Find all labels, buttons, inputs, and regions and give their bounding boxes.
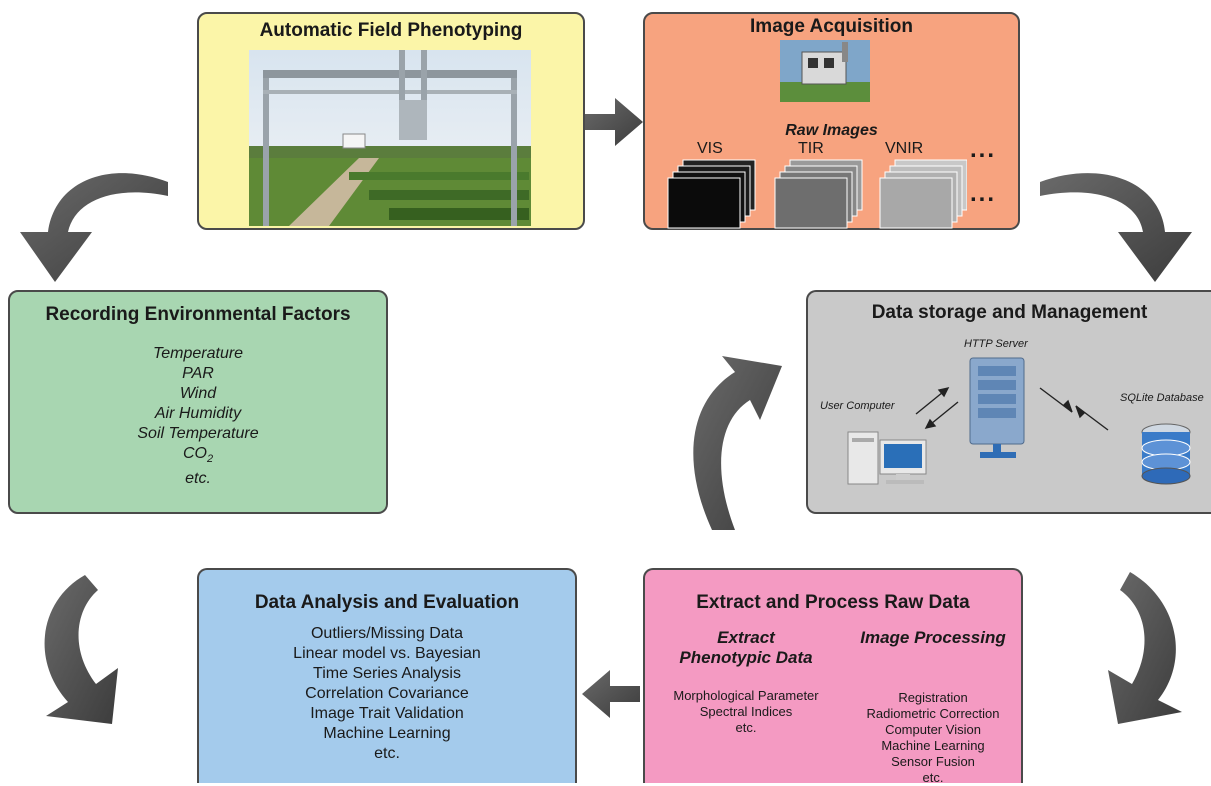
extract-phenotypic-column: Extract Phenotypic Data Morphological Pa… <box>651 628 841 736</box>
processing-item-sensor-fusion: Sensor Fusion <box>891 754 975 769</box>
image-processing-column: Image Processing Registration Radiometri… <box>845 628 1021 786</box>
extract-process-box: Extract and Process Raw Data Extract Phe… <box>643 568 1023 786</box>
raw-images-label: Raw Images <box>785 122 878 139</box>
ellipsis-top: ... <box>970 136 997 163</box>
analysis-item-correlation: Correlation Covariance <box>305 685 469 702</box>
camera-photo <box>780 40 870 102</box>
image-processing-heading: Image Processing <box>860 628 1006 647</box>
database-icon <box>1141 423 1191 485</box>
raw-image-stacks <box>667 159 967 229</box>
extract-item-etc: etc. <box>735 720 757 735</box>
analysis-item-linear-vs-bayesian: Linear model vs. Bayesian <box>293 645 481 662</box>
server-icon <box>969 357 1025 458</box>
image-acquisition-box: Image Acquisition Raw Images VIS TIR VNI… <box>643 12 1020 230</box>
vnir-image-stack <box>879 159 967 229</box>
vis-image-stack <box>667 159 756 229</box>
sensor-label-vnir: VNIR <box>885 140 924 157</box>
processing-item-computer-vision: Computer Vision <box>885 722 981 737</box>
user-computer-icon <box>847 431 927 485</box>
analysis-item-trait-validation: Image Trait Validation <box>310 705 464 722</box>
factor-co2: CO2 <box>182 445 214 466</box>
processing-item-etc: etc. <box>922 770 944 785</box>
data-storage-title: Data storage and Management <box>871 302 1148 323</box>
arrow-to-storage <box>1040 173 1192 282</box>
environmental-factors-title: Recording Environmental Factors <box>45 304 351 325</box>
arrow-to-environment <box>20 173 168 282</box>
field-phenotyping-box: Automatic Field Phenotyping <box>197 12 585 230</box>
factor-air-humidity: Air Humidity <box>154 405 242 422</box>
data-analysis-title: Data Analysis and Evaluation <box>254 592 520 613</box>
factor-temperature: Temperature <box>152 345 244 362</box>
arrow-to-storage-up <box>693 356 782 530</box>
extract-heading-line2: Phenotypic Data <box>679 648 813 667</box>
arrow-to-extract <box>1108 572 1182 724</box>
ellipsis-bottom: ... <box>970 180 997 207</box>
factor-par: PAR <box>182 365 214 382</box>
sqlite-database-label: SQLite Database <box>1120 392 1204 404</box>
field-gantry-photo <box>249 50 531 226</box>
image-acquisition-title: Image Acquisition <box>750 16 913 37</box>
processing-item-radiometric: Radiometric Correction <box>866 706 1000 721</box>
user-computer-label: User Computer <box>820 400 895 412</box>
factor-soil-temperature: Soil Temperature <box>137 425 259 442</box>
factor-wind: Wind <box>179 385 217 402</box>
analysis-item-time-series: Time Series Analysis <box>313 665 461 682</box>
arrow-analysis-to-environment <box>44 575 119 724</box>
arrow-extract-to-analysis <box>582 670 640 718</box>
arrow-field-to-acquisition <box>585 98 643 146</box>
connection-arrows <box>915 386 1109 431</box>
factor-etc: etc. <box>185 470 211 488</box>
tir-image-stack <box>774 159 863 229</box>
extract-item-spectral: Spectral Indices <box>699 704 793 719</box>
extract-heading-line1: Extract <box>717 628 775 647</box>
analysis-item-outliers: Outliers/Missing Data <box>310 625 464 642</box>
storage-network-diagram <box>847 357 1191 485</box>
environmental-factors-box: Recording Environmental Factors Temperat… <box>8 290 388 514</box>
data-analysis-box: Data Analysis and Evaluation Outliers/Mi… <box>197 568 577 783</box>
extract-process-title: Extract and Process Raw Data <box>696 592 970 613</box>
analysis-item-etc: etc. <box>374 745 400 762</box>
processing-item-registration: Registration <box>898 690 968 705</box>
field-phenotyping-title: Automatic Field Phenotyping <box>259 20 523 41</box>
sensor-label-vis: VIS <box>697 140 723 157</box>
data-storage-box: Data storage and Management HTTP Server … <box>806 290 1211 514</box>
analysis-item-machine-learning: Machine Learning <box>323 725 451 742</box>
processing-item-machine-learning: Machine Learning <box>881 738 985 753</box>
http-server-label: HTTP Server <box>964 338 1028 350</box>
extract-item-morphological: Morphological Parameter <box>673 688 819 703</box>
sensor-label-tir: TIR <box>798 140 824 157</box>
